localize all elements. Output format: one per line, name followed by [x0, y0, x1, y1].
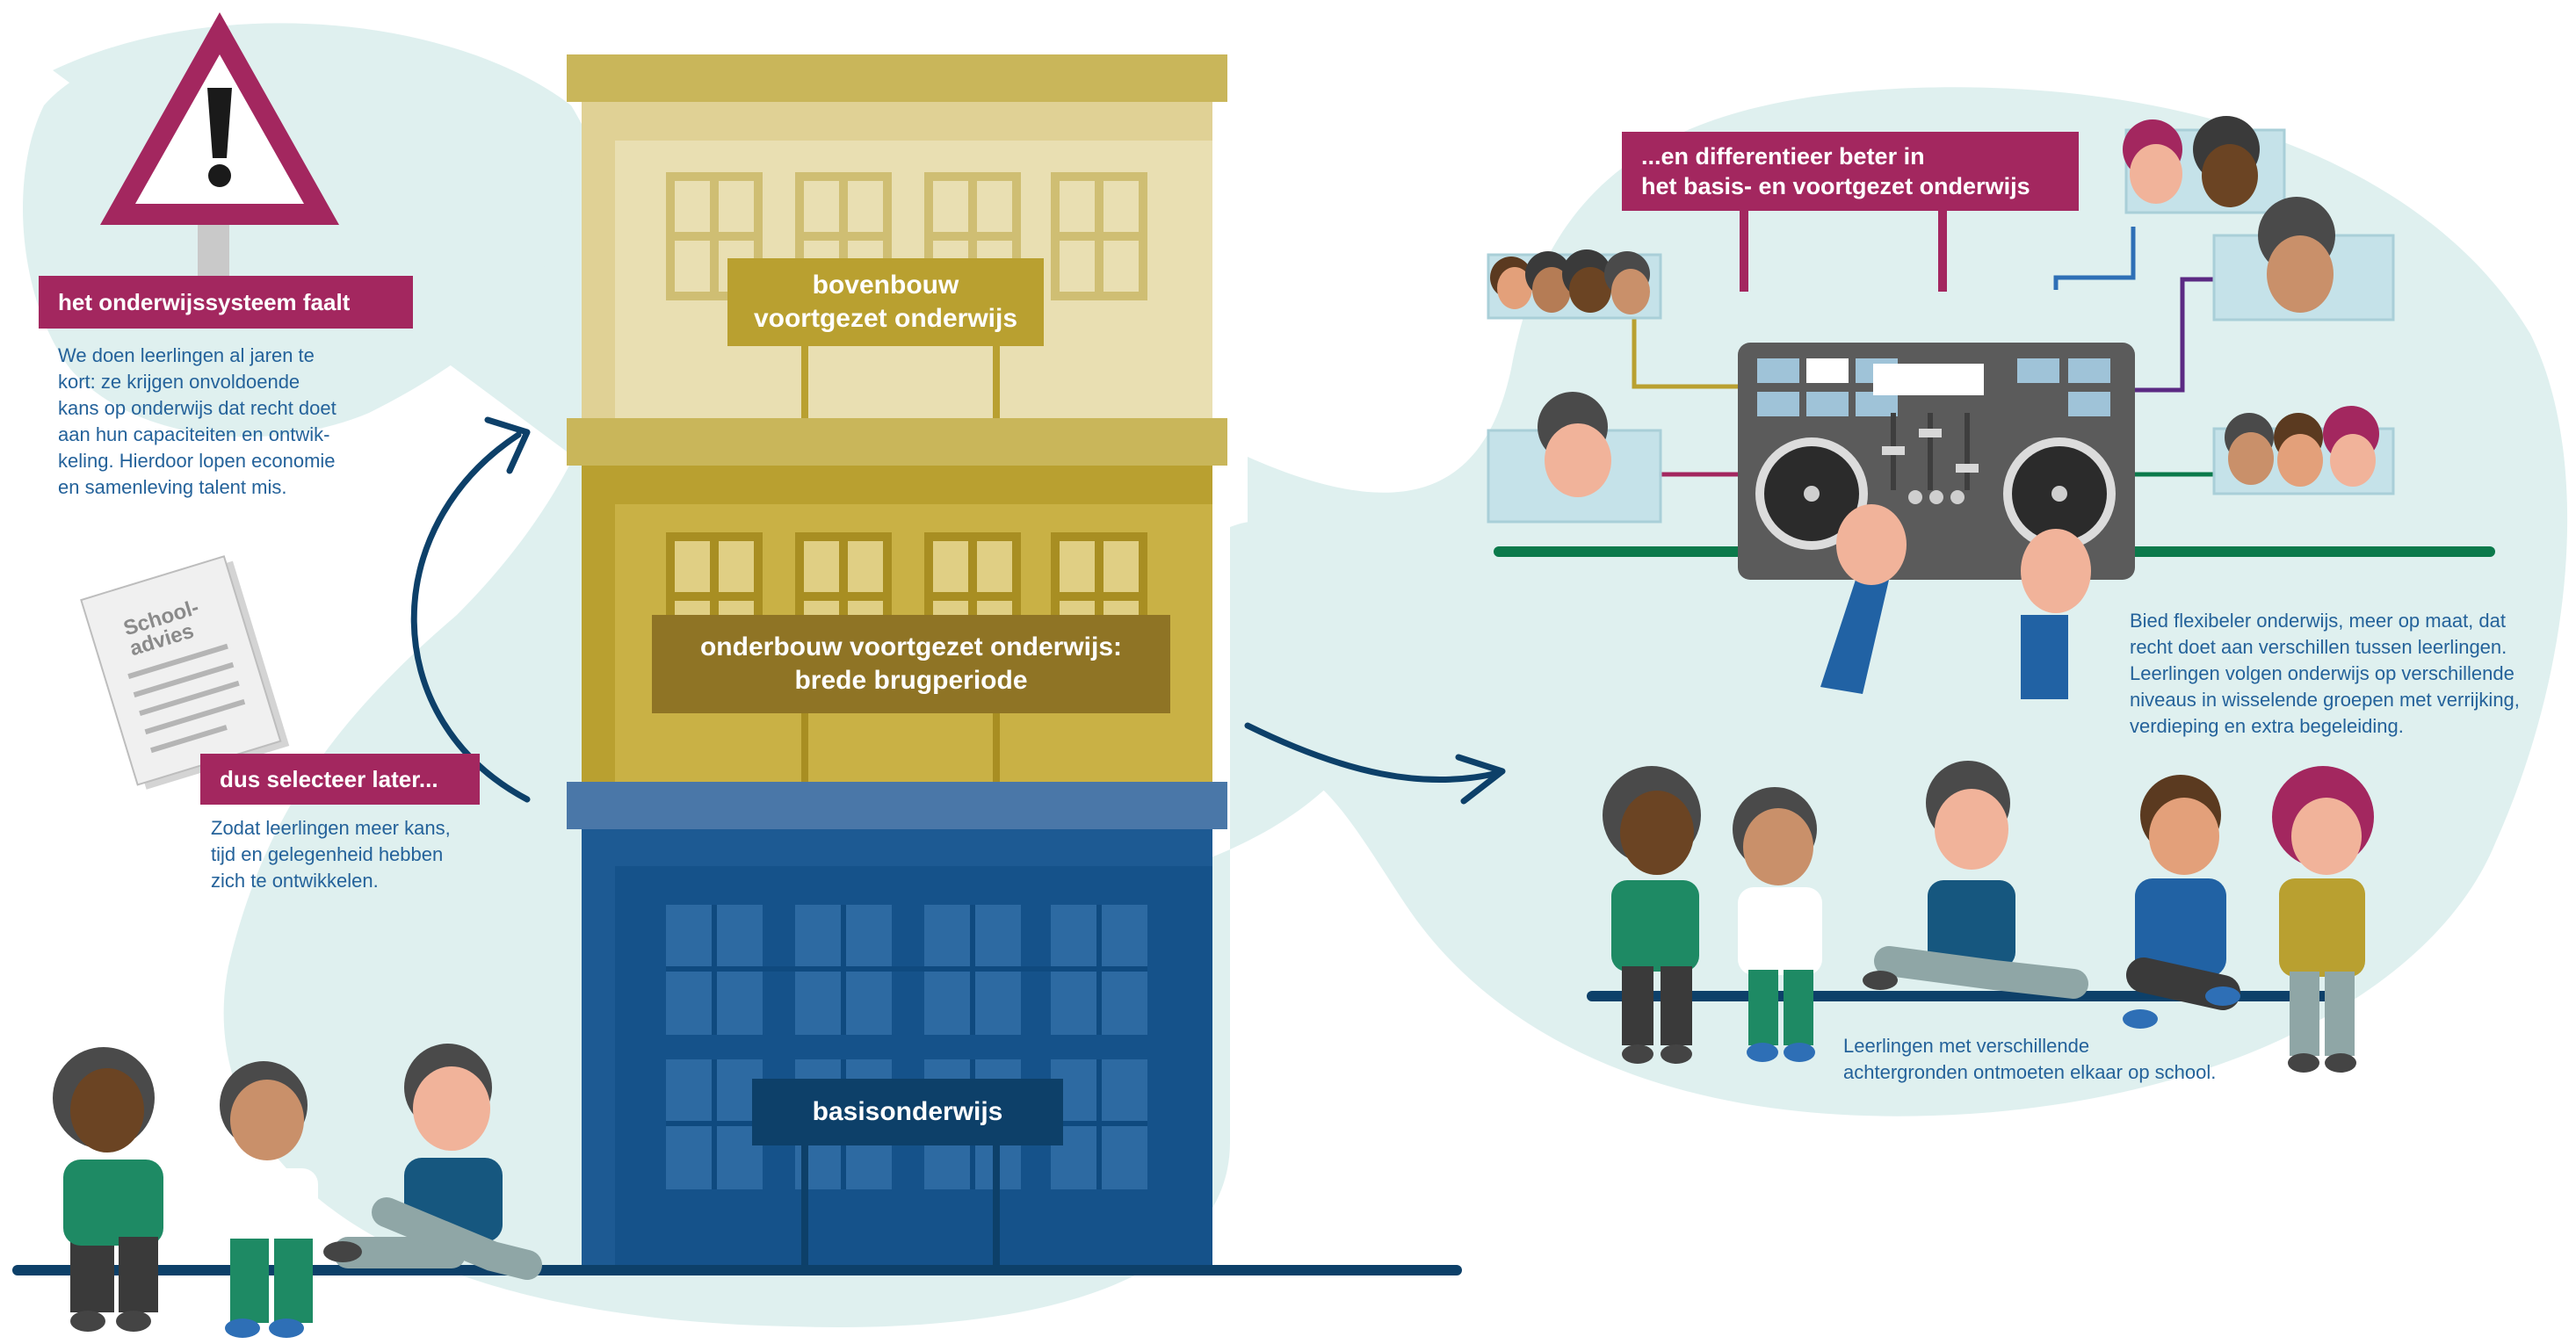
student-group-left	[53, 1044, 542, 1338]
school-advice-text: Zodat leerlingen meer kans, tijd en gele…	[211, 817, 451, 892]
school-advice-title: dus selecteer later...	[220, 765, 438, 792]
warning-sign-icon	[100, 12, 339, 290]
middle-floor-label: onderbouw voortgezet onderwijs: brede br…	[652, 615, 1170, 713]
differentiate-title-tag: ...en differentieer beter in het basis- …	[1622, 132, 2079, 211]
background-blob-right	[1248, 87, 2568, 1116]
students-text: Leerlingen met verschillende achtergrond…	[1843, 1035, 2217, 1083]
warning-title-tag: het onderwijssysteem faalt	[39, 276, 413, 329]
warning-text: We doen leerlingen al jaren te kort: ze …	[58, 344, 336, 498]
arrow-right-head	[1455, 754, 1506, 805]
arrow-right-to-dj	[1244, 722, 1501, 784]
ground-line-left	[12, 1265, 1462, 1275]
top-floor-label: bovenbouw voortgezet onderwijs	[727, 258, 1044, 346]
school-advice-title-tag: dus selecteer later...	[200, 754, 480, 805]
ground-floor-label: basisonderwijs	[752, 1079, 1063, 1145]
warning-title: het onderwijssysteem faalt	[58, 288, 351, 315]
arrow-up-head	[484, 416, 531, 474]
differentiate-text: Bied flexibeler onderwijs, meer op maat,…	[2130, 610, 2520, 737]
differentiate-title: ...en differentieer beter in het basis- …	[1641, 143, 2030, 199]
school-advice-document-icon	[80, 555, 290, 790]
student-video-frames	[1487, 116, 2395, 524]
student-group-right	[1603, 761, 2374, 1073]
dj-mixer-scene	[1494, 200, 2495, 699]
